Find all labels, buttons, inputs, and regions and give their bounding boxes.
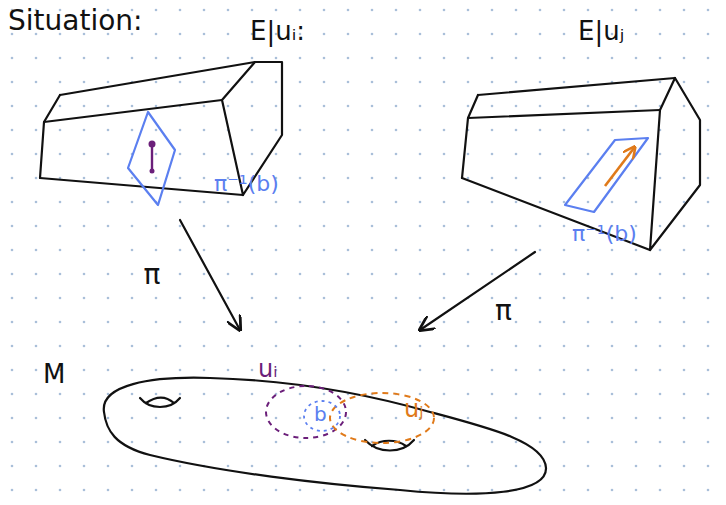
math-label: uᵢ: [258, 356, 278, 382]
base-manifold: M: [35, 330, 550, 498]
math-label: π⁻¹(b): [572, 222, 637, 246]
open-set-ui: [266, 386, 346, 438]
math-label: uⱼ: [404, 396, 423, 422]
manifold-outline: [104, 378, 546, 494]
node-heading: E|uⱼ: [578, 17, 624, 46]
projection-arrow: [420, 252, 535, 330]
math-label: b: [314, 403, 327, 425]
map-label: π: [144, 260, 161, 291]
map-label: π: [495, 296, 512, 327]
math-label: π⁻¹(b): [214, 172, 279, 196]
bundle-region: E|uⱼ: [462, 15, 707, 252]
projection-arrow: [180, 220, 240, 330]
bundle-prism: [462, 78, 700, 250]
node-heading: E|uᵢ:: [250, 17, 305, 46]
node-heading: M: [43, 360, 65, 389]
diagram-title: Situation:: [8, 6, 143, 37]
point-neighbourhood: [304, 401, 340, 431]
fiber-plane: [565, 138, 648, 212]
open-set-uj: [330, 393, 434, 443]
fiber-plane: [128, 112, 175, 205]
